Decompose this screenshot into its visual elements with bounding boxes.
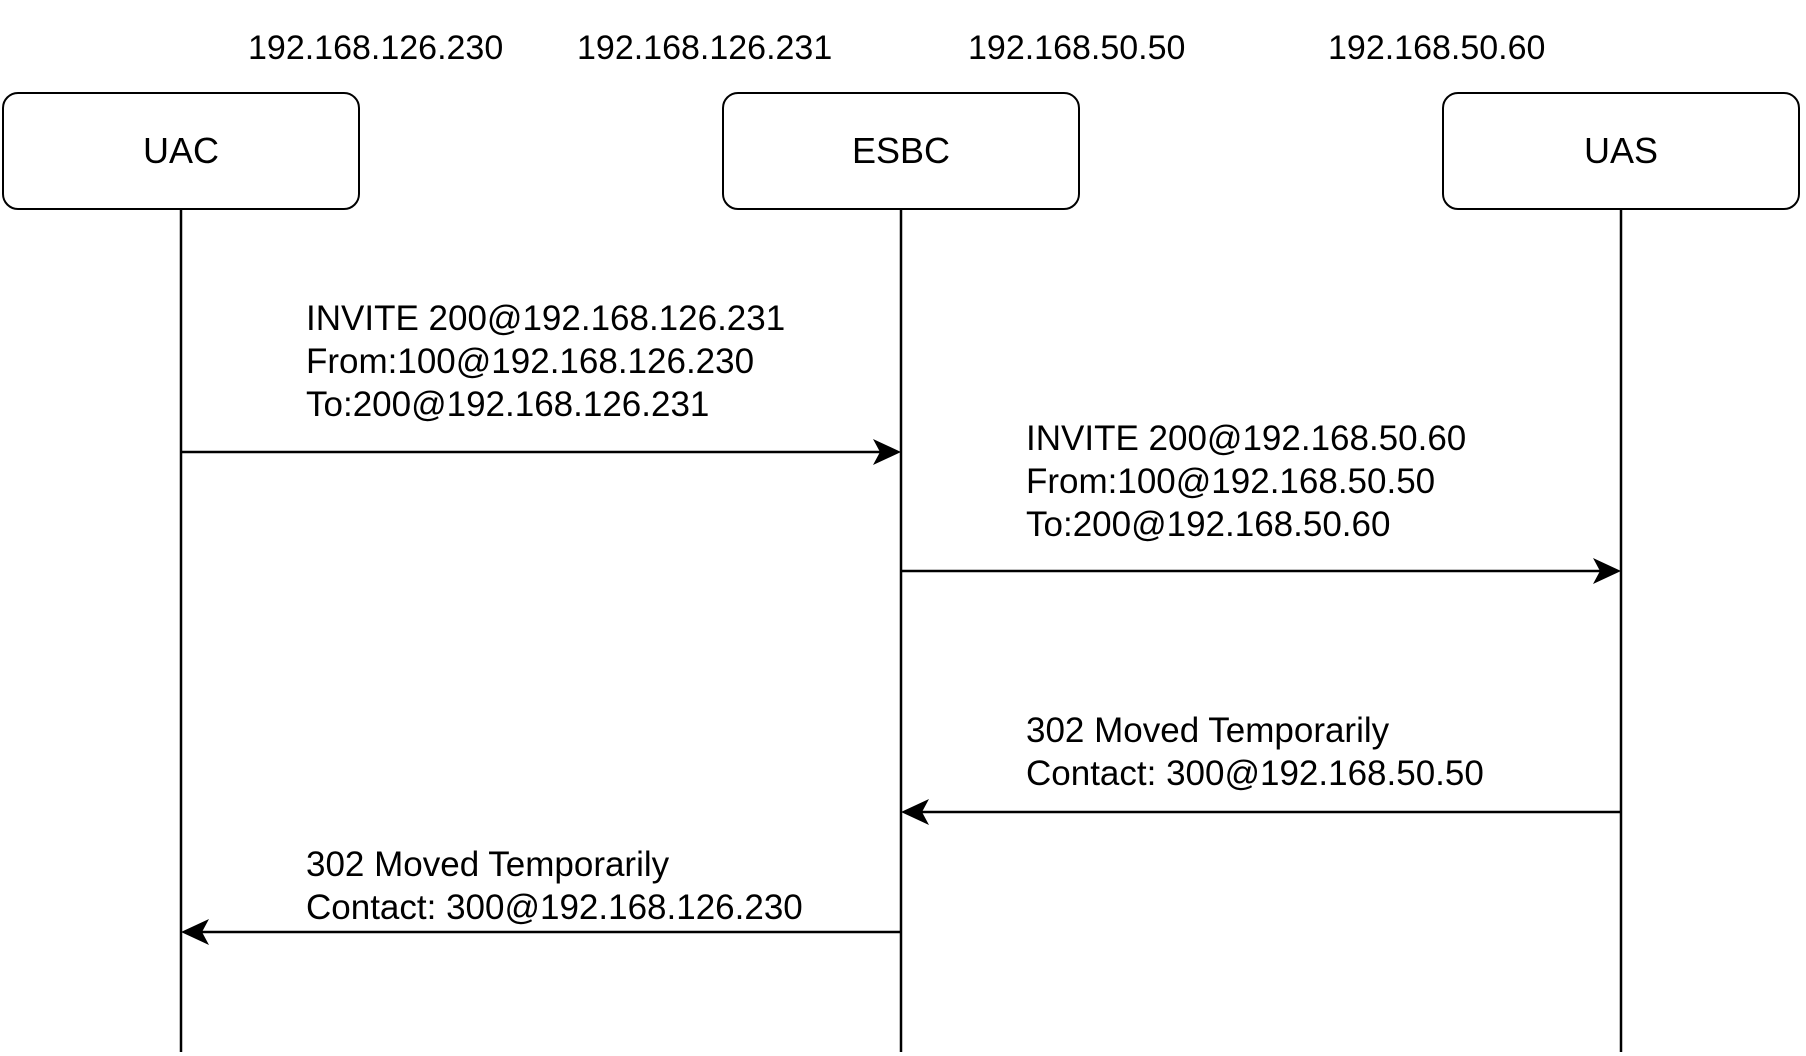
message-line: From:100@192.168.126.230 [306,342,755,381]
ip-label-esbc-inside: 192.168.126.231 [577,29,833,67]
arrow-invite-esbc-to-uas [901,558,1621,584]
message-line: Contact: 300@192.168.50.50 [1026,754,1484,793]
message-invite-esbc-to-uas: INVITE 200@192.168.50.60 From:100@192.16… [1026,417,1466,546]
participant-uas: UAS [1442,92,1800,210]
participant-esbc-label: ESBC [851,130,951,171]
message-line: From:100@192.168.50.50 [1026,462,1436,501]
message-line: INVITE 200@192.168.50.60 [1026,419,1467,458]
message-302-esbc-to-uac: 302 Moved Temporarily Contact: 300@192.1… [306,843,803,929]
participant-esbc: ESBC [722,92,1080,210]
participant-uac-label: UAC [142,130,219,171]
arrow-302-esbc-to-uac [181,919,901,945]
message-302-uas-to-esbc: 302 Moved Temporarily Contact: 300@192.1… [1026,709,1484,795]
ip-label-esbc-outside: 192.168.50.50 [968,29,1186,67]
message-line: Contact: 300@192.168.126.230 [306,888,803,927]
message-line: INVITE 200@192.168.126.231 [306,299,786,338]
message-line: 302 Moved Temporarily [306,845,670,884]
participant-uas-label: UAS [1583,130,1659,171]
message-line: 302 Moved Temporarily [1026,711,1390,750]
participant-uac: UAC [2,92,360,210]
message-invite-uac-to-esbc: INVITE 200@192.168.126.231 From:100@192.… [306,297,785,426]
arrow-invite-uac-to-esbc [181,439,901,465]
message-line: To:200@192.168.126.231 [306,385,710,424]
ip-label-uac: 192.168.126.230 [248,29,504,67]
message-line: To:200@192.168.50.60 [1026,505,1391,544]
arrow-302-uas-to-esbc [901,799,1621,825]
ip-label-uas: 192.168.50.60 [1328,29,1546,67]
